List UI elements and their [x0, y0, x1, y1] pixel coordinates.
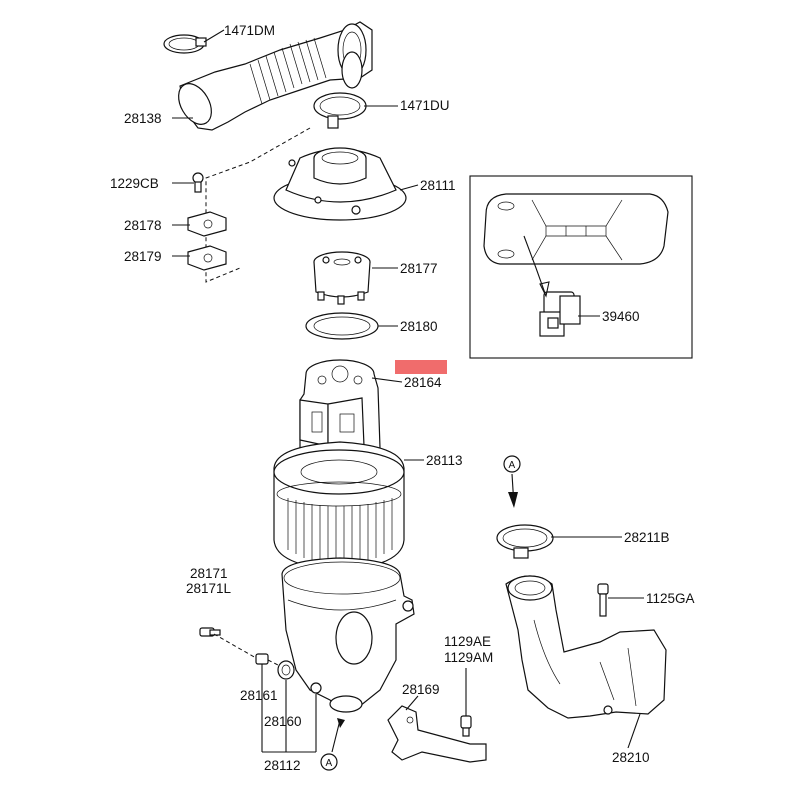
bracket-28169	[387, 705, 487, 763]
bolt-28171	[199, 627, 221, 637]
label-28112: 28112	[264, 758, 301, 773]
hose-clamp-28211b	[496, 524, 554, 559]
intake-hose-part	[178, 21, 373, 131]
inset-car-box	[469, 175, 693, 359]
label-28211b: 28211B	[624, 530, 670, 545]
gasket-28180	[305, 312, 379, 340]
leader-lines	[172, 29, 644, 753]
label-28113: 28113	[426, 453, 463, 468]
label-28179: 28179	[124, 249, 162, 264]
fastener-dash-line	[213, 633, 281, 667]
label-1129ae: 1129AE	[444, 634, 491, 649]
label-28210: 28210	[612, 750, 650, 765]
bolt-1229cb	[192, 172, 204, 193]
label-28180: 28180	[400, 319, 438, 334]
label-39460: 39460	[602, 309, 640, 324]
ref-a-top: A	[503, 455, 521, 508]
sensor-leader-line	[523, 235, 547, 297]
label-1125ga: 1125GA	[646, 591, 695, 606]
air-duct-28210	[505, 575, 667, 719]
bolt-1129ae	[460, 715, 472, 737]
highlight-bar	[395, 360, 447, 374]
grommet-28160	[277, 660, 295, 680]
label-28161: 28161	[240, 688, 278, 703]
hose-clamp-1471du	[313, 92, 367, 129]
bracket-28178	[187, 211, 227, 237]
ref-a-top-label: A	[509, 460, 516, 471]
label-28171: 28171	[190, 566, 228, 581]
label-28111: 28111	[420, 178, 456, 193]
sensor-arrow	[539, 281, 550, 298]
bolt-1125ga	[597, 583, 609, 617]
hose-clamp-1471dm	[163, 34, 207, 54]
valve-body-28177	[313, 251, 371, 305]
label-28164: 28164	[404, 375, 442, 390]
grommet-28161	[255, 653, 269, 665]
label-28177: 28177	[400, 261, 438, 276]
label-28169: 28169	[402, 682, 440, 697]
assembly-dash-line	[205, 127, 311, 283]
label-28178: 28178	[124, 218, 162, 233]
air-cleaner-cover-part	[273, 147, 407, 221]
lower-case-28112	[281, 557, 415, 713]
label-28160: 28160	[264, 714, 302, 729]
label-1471du: 1471DU	[400, 98, 450, 113]
label-1229cb: 1229CB	[110, 176, 159, 191]
ref-a-bottom-label: A	[326, 758, 333, 769]
label-1471dm: 1471DM	[224, 23, 275, 38]
label-28171l: 28171L	[186, 581, 232, 596]
filter-element-28113	[273, 441, 405, 571]
label-1129am: 1129AM	[444, 650, 493, 665]
sensor-39460	[539, 291, 581, 337]
bracket-28179	[187, 245, 227, 271]
label-28138: 28138	[124, 111, 162, 126]
ref-a-bottom: A	[320, 718, 345, 771]
